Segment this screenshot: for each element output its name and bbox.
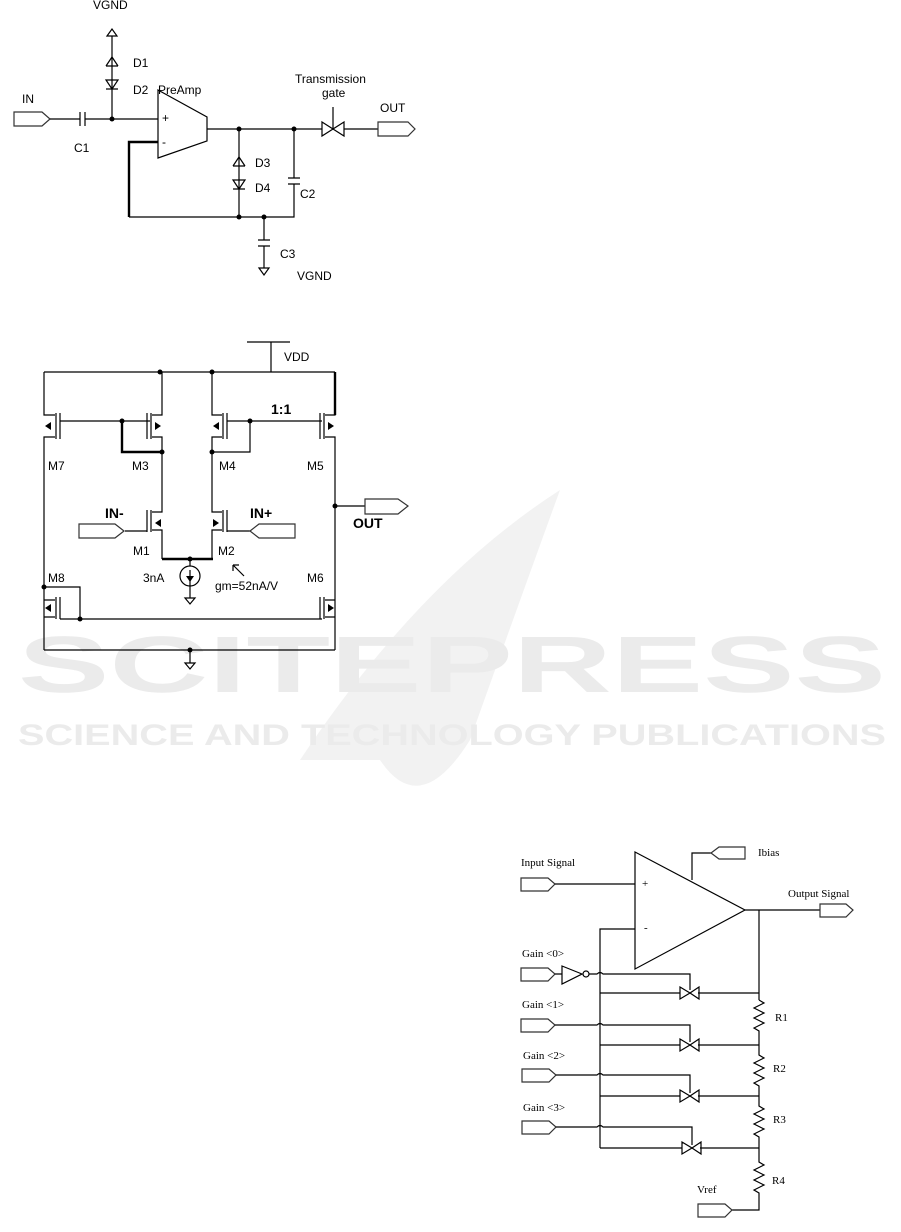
opamp-symbol bbox=[634, 851, 747, 971]
resistor-ladder-icon bbox=[732, 999, 766, 1211]
opamp-plus: + bbox=[642, 878, 648, 890]
gm-arrow-icon bbox=[232, 564, 245, 577]
preamp-minus: - bbox=[162, 135, 166, 149]
label-gain2: Gain <2> bbox=[523, 1050, 565, 1062]
label-gain0: Gain <0> bbox=[522, 948, 564, 960]
node-dot bbox=[109, 116, 115, 122]
label-r3: R3 bbox=[773, 1114, 786, 1126]
diode-d1-icon bbox=[105, 56, 119, 67]
gain3-port bbox=[521, 1120, 557, 1135]
output-signal-port bbox=[819, 903, 854, 918]
label-output-signal: Output Signal bbox=[788, 888, 849, 900]
figure-preamp-circuit: VGND D1 D2 PreAmp IN C1 + - D3 D4 C2 C3 … bbox=[13, 0, 416, 283]
transistor-m3 bbox=[146, 372, 163, 510]
label-m7: M7 bbox=[48, 459, 65, 473]
diode-d3-icon bbox=[232, 156, 246, 167]
label-m5: M5 bbox=[307, 459, 324, 473]
transmission-gate-3-icon bbox=[681, 1140, 702, 1156]
label-d2: D2 bbox=[133, 83, 149, 97]
c1-capacitor bbox=[50, 112, 158, 126]
gain1-port bbox=[520, 1018, 556, 1033]
label-m8: M8 bbox=[48, 571, 65, 585]
label-gate: gate bbox=[322, 86, 346, 100]
watermark-title: SCITEPRESS bbox=[18, 620, 886, 709]
label-in-minus: IN- bbox=[105, 505, 124, 521]
label-gain1: Gain <1> bbox=[522, 999, 564, 1011]
inverter-icon bbox=[555, 965, 584, 985]
figure-pga-circuit: + - Ibias Input Signal Output Signal Gai… bbox=[520, 846, 854, 1218]
diode-d4-icon bbox=[231, 179, 247, 191]
label-r4: R4 bbox=[772, 1175, 785, 1187]
transistor-m4 bbox=[211, 372, 322, 510]
transistor-m7 bbox=[43, 372, 150, 650]
label-m4: M4 bbox=[219, 459, 236, 473]
label-input-signal: Input Signal bbox=[521, 857, 575, 869]
transmission-gate-1-icon bbox=[679, 1037, 700, 1053]
in-port bbox=[13, 111, 51, 127]
label-vgnd-bottom: VGND bbox=[297, 269, 332, 283]
label-in: IN bbox=[22, 92, 34, 106]
label-transmission: Transmission bbox=[295, 72, 366, 86]
gain2-port bbox=[521, 1068, 557, 1083]
transistor-m6 bbox=[319, 597, 335, 619]
label-d4: D4 bbox=[255, 181, 271, 195]
label-vgnd-top: VGND bbox=[93, 0, 128, 12]
vref-port bbox=[697, 1203, 733, 1218]
transmission-gate-2-icon bbox=[679, 1088, 700, 1104]
transistor-m1 bbox=[125, 510, 163, 559]
vdd-symbol bbox=[247, 341, 290, 372]
preamp-plus: + bbox=[162, 111, 169, 125]
out-port bbox=[377, 121, 416, 137]
transistor-m8 bbox=[44, 586, 322, 620]
label-c1: C1 bbox=[74, 141, 90, 155]
opamp-minus: - bbox=[644, 922, 648, 934]
label-m3: M3 bbox=[132, 459, 149, 473]
label-current: 3nA bbox=[143, 571, 164, 585]
label-ibias: Ibias bbox=[758, 847, 779, 859]
feedback-wire bbox=[127, 140, 158, 217]
label-r2: R2 bbox=[773, 1063, 786, 1075]
gain0-port bbox=[520, 967, 556, 982]
label-m6: M6 bbox=[307, 571, 324, 585]
label-vref: Vref bbox=[697, 1184, 717, 1196]
label-gm: gm=52nA/V bbox=[215, 579, 278, 593]
m3-diode-connection bbox=[120, 421, 162, 454]
label-m2: M2 bbox=[218, 544, 235, 558]
label-r1: R1 bbox=[775, 1012, 788, 1024]
output-wires bbox=[129, 128, 322, 218]
in-plus-port bbox=[249, 523, 296, 539]
transmission-gate-icon bbox=[321, 107, 378, 138]
label-c2: C2 bbox=[300, 187, 316, 201]
preamp-symbol bbox=[157, 88, 208, 159]
diode-d2-icon bbox=[104, 79, 120, 91]
label-c3: C3 bbox=[280, 247, 296, 261]
in-minus-port bbox=[78, 523, 125, 539]
label-vdd: VDD bbox=[284, 350, 310, 364]
out-port bbox=[364, 498, 410, 515]
label-out: OUT bbox=[380, 101, 406, 115]
vgnd-top-symbol bbox=[105, 27, 119, 119]
label-out: OUT bbox=[353, 515, 383, 531]
watermark-subtitle: SCIENCE AND TECHNOLOGY PUBLICATIONS bbox=[18, 719, 886, 752]
label-d1: D1 bbox=[133, 56, 149, 70]
label-in-plus: IN+ bbox=[250, 505, 272, 521]
transmission-gate-0-icon bbox=[679, 985, 700, 1001]
c3-to-ground bbox=[257, 217, 271, 277]
label-gain3: Gain <3> bbox=[523, 1102, 565, 1114]
ibias-port bbox=[710, 846, 746, 860]
figure-ota-circuit: VDD 1:1 M7 M3 M4 M5 OUT IN- IN+ M1 M2 bbox=[41, 341, 410, 670]
label-d3: D3 bbox=[255, 156, 271, 170]
label-preamp: PreAmp bbox=[158, 83, 202, 97]
transistor-m2 bbox=[211, 510, 250, 559]
label-m1: M1 bbox=[133, 544, 150, 558]
label-ratio: 1:1 bbox=[271, 401, 291, 417]
input-signal-port bbox=[520, 877, 556, 892]
scitepress-watermark: SCITEPRESS SCIENCE AND TECHNOLOGY PUBLIC… bbox=[18, 490, 886, 786]
